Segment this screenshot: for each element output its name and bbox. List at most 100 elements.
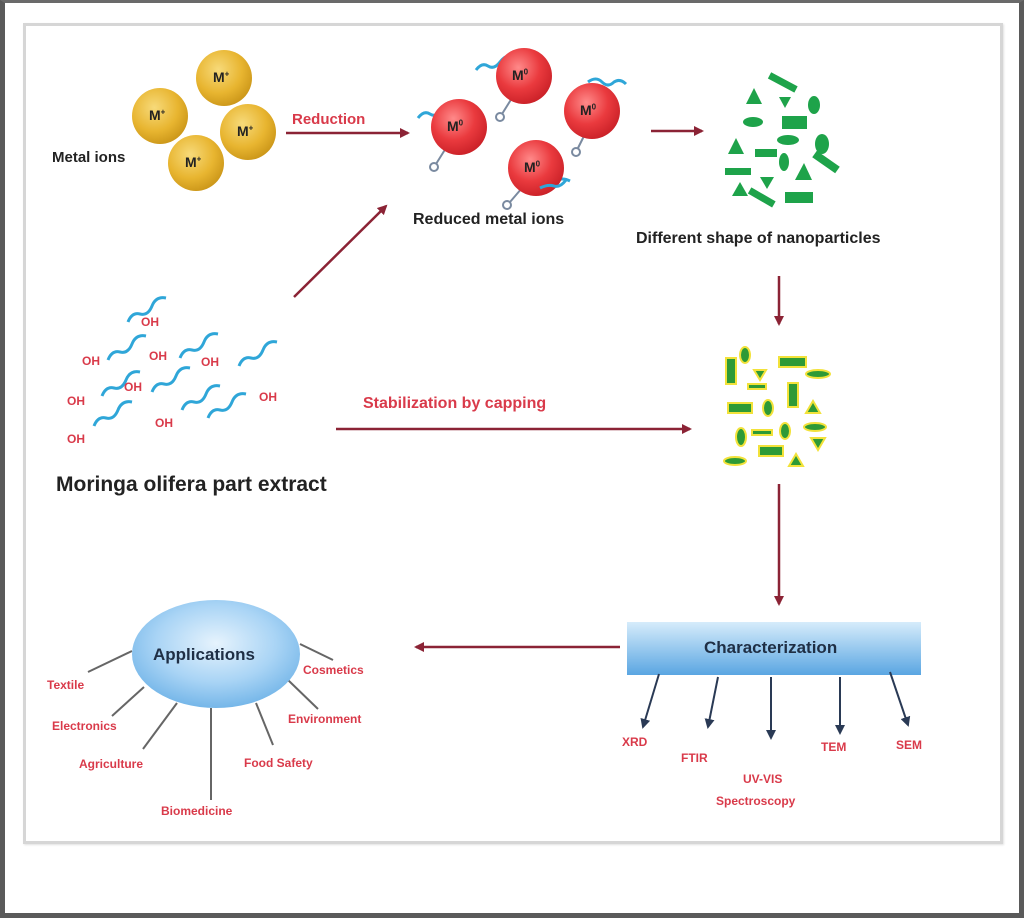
metal-ion [168, 135, 224, 191]
application-textile: Textile [47, 678, 85, 692]
spoke [111, 686, 145, 717]
nanorod [725, 168, 751, 175]
capped-nanorod [778, 356, 807, 368]
reduced-ion [508, 140, 564, 196]
ion-tail-end [571, 147, 581, 157]
reduced-ion-symbol: M0 [580, 102, 597, 118]
spoke [255, 702, 274, 746]
technique-arrow [889, 671, 911, 727]
ion-tail-end [495, 112, 505, 122]
capping-chain [206, 392, 247, 419]
capped-nanotriangle [787, 452, 805, 467]
characterization-title: Characterization [704, 638, 838, 657]
metal-ion-symbol: M+ [213, 69, 230, 85]
nanotriangle [728, 138, 744, 154]
reduced-ion [564, 83, 620, 139]
capping-chain [178, 332, 219, 359]
spoke [142, 702, 178, 750]
hydroxyl-label: OH [155, 416, 173, 430]
extract-label: Moringa olifera part extract [56, 473, 327, 496]
nanosphere [777, 135, 799, 145]
reduced-ion [496, 48, 552, 104]
capped-nanosphere [803, 422, 827, 432]
nanoparticle-cluster [725, 72, 840, 208]
capped-nanorod [751, 429, 773, 436]
ion-tail-end [502, 200, 512, 210]
metal-ion [132, 88, 188, 144]
nanosphere [779, 153, 789, 171]
capped-nanosphere [805, 369, 831, 379]
application-spokes [87, 643, 334, 800]
stabilization-label: Stabilization by capping [363, 395, 547, 412]
nanosphere [743, 117, 763, 127]
capping-chain [180, 384, 221, 411]
capped-nanorod [758, 445, 784, 457]
capped-nanotriangle [809, 437, 827, 452]
extract-molecules [92, 296, 278, 427]
reduction-label: Reduction [292, 111, 366, 128]
applications-ellipse [132, 600, 300, 708]
hydroxyl-label: OH [201, 355, 219, 369]
nanorod [782, 116, 807, 129]
spoke [299, 643, 334, 661]
capping-chain [106, 334, 147, 361]
hydroxyl-label: OH [67, 394, 85, 408]
capping-chain [587, 77, 628, 87]
capped-nanosphere [779, 422, 791, 440]
capped-nanosphere [739, 346, 751, 364]
hydroxyl-label: OH [141, 315, 159, 329]
technique-arrows [640, 671, 911, 740]
hydroxyl-label: OH [82, 354, 100, 368]
extract-reduction-arrow [293, 204, 388, 298]
technique-sem: SEM [896, 738, 923, 752]
nanosphere [815, 134, 829, 154]
ion-tail-end [429, 162, 439, 172]
application-biomedicine: Biomedicine [161, 804, 233, 818]
technique-ftir: FTIR [681, 751, 708, 765]
spoke [87, 650, 133, 673]
nanorod [755, 149, 777, 157]
application-food-safety: Food Safety [244, 756, 313, 770]
metal-ion-cluster [132, 50, 276, 191]
capped-nanorod [747, 383, 767, 390]
metal-ion [196, 50, 252, 106]
technique-arrow [640, 673, 660, 729]
technique-spectroscopy: Spectroscopy [716, 794, 796, 808]
nanorod [812, 150, 840, 174]
reduced-ions-label: Reduced metal ions [413, 211, 565, 228]
capped-nanorod [725, 357, 737, 385]
reduced-ion-symbol: M0 [524, 159, 541, 175]
nanorod [767, 72, 798, 93]
capped-nanosphere [735, 427, 747, 447]
ion-tail [501, 97, 513, 115]
nanotriangle [760, 177, 774, 189]
technique-uv-vis: UV-VIS [743, 772, 783, 786]
reduced-ion [431, 99, 487, 155]
capping-chain [92, 400, 133, 427]
hydroxyl-label: OH [149, 349, 167, 363]
technique-xrd: XRD [622, 735, 648, 749]
capped-nanosphere [723, 456, 747, 466]
capped-nanotriangle [752, 369, 768, 382]
application-cosmetics: Cosmetics [303, 663, 364, 677]
application-environment: Environment [288, 712, 362, 726]
nanotriangle [732, 182, 748, 196]
nanorod [785, 192, 813, 203]
nanorod [747, 187, 776, 208]
application-agriculture: Agriculture [79, 757, 144, 771]
capping-chain [539, 179, 568, 190]
capped-nanorod [727, 402, 753, 414]
nanosphere [808, 96, 820, 114]
capped-nanorod [787, 382, 799, 408]
capped-nanoparticle-cluster [723, 346, 831, 467]
technique-arrow [704, 676, 719, 729]
hydroxyl-label: OH [259, 390, 277, 404]
nanotriangle [795, 163, 812, 180]
metal-ion-symbol: M+ [237, 123, 254, 139]
nanoparticles-label: Different shape of nanoparticles [636, 230, 881, 247]
application-electronics: Electronics [52, 719, 117, 733]
capping-chain [100, 370, 141, 397]
capped-nanotriangle [804, 399, 822, 414]
reduced-ion-cluster [416, 48, 628, 210]
